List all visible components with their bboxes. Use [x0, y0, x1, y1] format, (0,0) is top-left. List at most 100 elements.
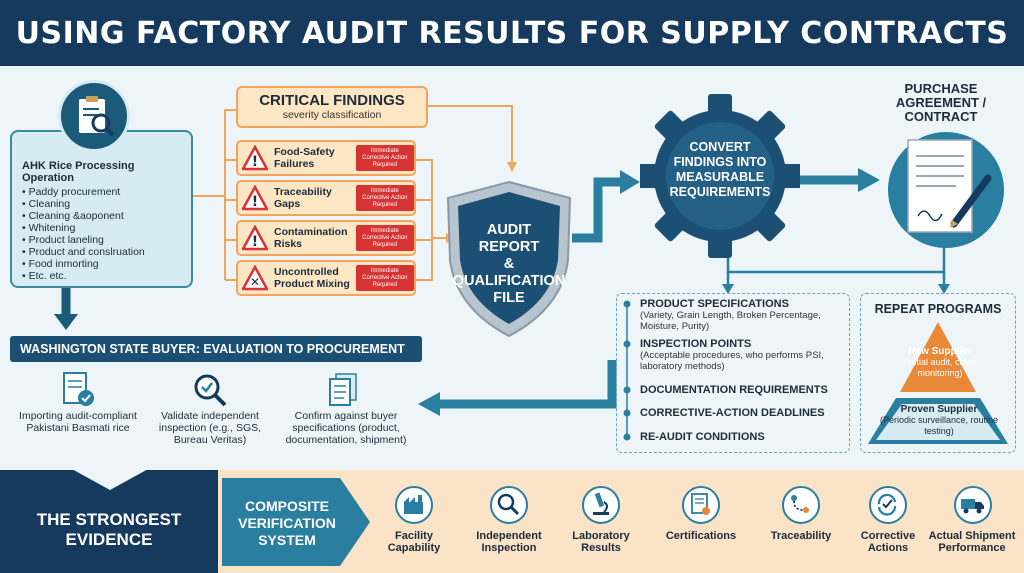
requirement-heading: CORRECTIVE-ACTION DEADLINES — [640, 407, 825, 419]
tier-detail: (Initial audit, close monitoring) — [903, 357, 977, 378]
action-required-badge: Immediate Corrective Action Required — [355, 225, 414, 251]
washington-item: Confirm against buyer specifications (pr… — [285, 410, 407, 446]
requirement-heading: RE-AUDIT CONDITIONS — [640, 431, 765, 443]
warning-icon: ! — [242, 185, 268, 211]
operation-item: Whitening — [22, 222, 183, 234]
truck-icon — [954, 486, 992, 524]
svg-text:!: ! — [252, 234, 258, 250]
traceability-icon — [782, 486, 820, 524]
finding-label: Traceability Gaps — [274, 186, 332, 210]
audit-report-line: & — [503, 256, 515, 272]
action-required-badge: Immediate Corrective Action Required — [355, 265, 414, 291]
contract-title: PURCHASE AGREEMENT / CONTRACT — [895, 81, 987, 124]
supplier-pyramid — [868, 322, 1008, 444]
requirement-heading: DOCUMENTATION REQUIREMENTS — [640, 384, 828, 396]
finding-label: Contamination Risks — [274, 226, 348, 250]
requirement-detail: (Acceptable procedures, who performs PSI… — [640, 350, 824, 372]
gear-icon — [640, 94, 800, 258]
clipboard-magnifier-icon — [58, 80, 130, 152]
microscope-icon — [582, 486, 620, 524]
new-supplier-tier: New Supplier (Initial audit, close monit… — [890, 346, 990, 379]
evidence-line: Actual Shipment — [928, 530, 1016, 542]
audit-report-line: REPORT — [478, 239, 540, 255]
requirement-detail: (Variety, Grain Length, Broken Percentag… — [640, 310, 821, 332]
shield-icon — [446, 180, 572, 338]
certificate-icon — [682, 486, 720, 524]
operation-item: Product laneling — [22, 234, 183, 246]
evidence-line: Facility — [395, 530, 433, 542]
critical-findings-title: CRITICAL FINDINGS — [259, 92, 405, 109]
requirement-item: INSPECTION POINTS (Acceptable procedures… — [640, 338, 830, 372]
factory-icon — [395, 486, 433, 524]
evidence-line: Results — [581, 542, 621, 554]
strongest-line: THE STRONGEST — [36, 510, 182, 529]
finding-label: Food-Safety Failures — [274, 146, 335, 170]
composite-line: COMPOSITE — [244, 498, 329, 514]
evidence-line: Corrective — [860, 530, 916, 542]
evidence-line: Certifications — [665, 530, 737, 542]
documents-icon — [329, 373, 357, 406]
evidence-line: Traceability — [770, 530, 832, 542]
requirements-panel — [616, 293, 850, 453]
tier-name: New Supplier — [908, 346, 972, 357]
repeat-programs-title: REPEAT PROGRAMS — [874, 302, 1002, 316]
composite-line: VERIFICATION — [238, 515, 336, 531]
requirement-item: DOCUMENTATION REQUIREMENTS — [640, 384, 840, 396]
operation-item: Food inmorting — [22, 258, 183, 270]
composite-line: SYSTEM — [258, 532, 316, 548]
warning-icon: ! — [242, 145, 268, 171]
evidence-line: Actions — [867, 542, 909, 554]
evidence-label: Traceability — [755, 530, 847, 542]
composite-arrow-icon — [222, 478, 370, 566]
audit-report-line: FILE — [493, 290, 525, 306]
operation-item: Product and conslruation — [22, 246, 183, 258]
magnifier-icon — [490, 486, 528, 524]
evidence-line: Performance — [938, 542, 1006, 554]
composite-verification-label: COMPOSITE VERIFICATION SYSTEM — [228, 498, 346, 549]
requirement-item: RE-AUDIT CONDITIONS — [640, 431, 840, 443]
requirement-item: CORRECTIVE-ACTION DEADLINES — [640, 407, 840, 419]
requirement-item: PRODUCT SPECIFICATIONS (Variety, Grain L… — [640, 298, 840, 332]
finding-label: Uncontrolled Product Mixing — [274, 266, 350, 290]
document-check-icon — [63, 372, 94, 406]
operation-list: Paddy procurement Cleaning Cleaning &aop… — [22, 186, 183, 282]
warning-x-icon: ✕ — [242, 265, 268, 291]
audit-report-line: AUDIT — [486, 222, 532, 238]
evidence-label: Certifications — [655, 530, 747, 542]
evidence-line: Laboratory — [572, 530, 630, 542]
proven-supplier-tier: Proven Supplier (Periodic surveillance, … — [868, 404, 1010, 437]
requirement-heading: INSPECTION POINTS — [640, 338, 752, 350]
evidence-line: Independent — [476, 530, 542, 542]
warning-icon: ! — [242, 225, 268, 251]
down-chevron-icon — [70, 468, 150, 490]
operation-item: Cleaning &aoponent — [22, 210, 183, 222]
critical-findings-subtitle: severity classification — [282, 109, 382, 121]
finding-traceability: ! Traceability Gaps Immediate Corrective… — [236, 180, 416, 216]
requirement-heading: PRODUCT SPECIFICATIONS — [640, 298, 789, 310]
gear-label: CONVERT FINDINGS INTO MEASURABLE REQUIRE… — [669, 140, 771, 199]
washington-item: Importing audit-compliant Pakistani Basm… — [19, 410, 137, 434]
tier-detail: (Periodic surveillance, routine testing) — [879, 415, 999, 436]
page-title: USING FACTORY AUDIT RESULTS FOR SUPPLY C… — [15, 15, 1009, 51]
action-required-badge: Immediate Corrective Action Required — [355, 145, 414, 171]
magnifier-check-icon — [194, 374, 227, 407]
finding-food-safety: ! Food-Safety Failures Immediate Correct… — [236, 140, 416, 176]
finding-contamination: ! Contamination Risks Immediate Correcti… — [236, 220, 416, 256]
svg-text:!: ! — [252, 194, 258, 210]
recycle-check-icon — [869, 486, 907, 524]
repeat-programs-panel — [860, 293, 1016, 453]
operation-title: AHK Rice Processing Operation — [22, 160, 135, 184]
evidence-line: Inspection — [481, 542, 537, 554]
finding-product-mixing: ✕ Uncontrolled Product Mixing Immediate … — [236, 260, 416, 296]
critical-findings-header: CRITICAL FINDINGS severity classificatio… — [236, 86, 428, 128]
svg-text:!: ! — [252, 154, 258, 170]
svg-text:✕: ✕ — [250, 275, 260, 289]
audit-report-line: QUALIFICATION — [452, 273, 566, 289]
tier-name: Proven Supplier — [900, 404, 978, 415]
evidence-line: Capability — [387, 542, 441, 554]
operation-box: AHK Rice Processing Operation Paddy proc… — [10, 130, 193, 288]
